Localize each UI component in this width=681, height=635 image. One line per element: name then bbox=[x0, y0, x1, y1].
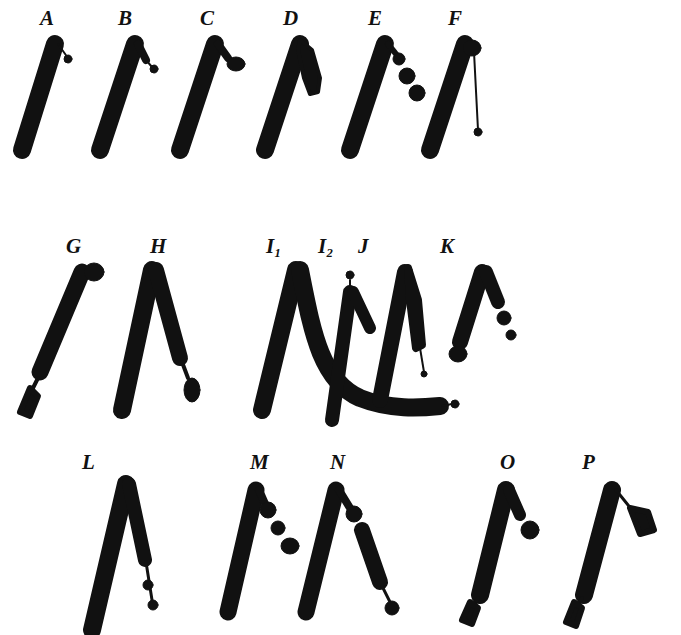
figure-letter: O bbox=[500, 452, 515, 473]
figure-letter: B bbox=[118, 8, 132, 29]
figure-letter: L bbox=[82, 452, 95, 473]
figure-letter: I₂ bbox=[318, 236, 334, 257]
figure-letter: G bbox=[66, 236, 81, 257]
figure-letter: F bbox=[448, 8, 462, 29]
figure-letter: K bbox=[440, 236, 454, 257]
figure-letter: N bbox=[330, 452, 345, 473]
figure-letter: I₁ bbox=[266, 236, 282, 257]
figure-letter: D bbox=[283, 8, 298, 29]
figure-letter: J bbox=[358, 236, 369, 257]
figure-letter: A bbox=[40, 8, 54, 29]
figure-letter: C bbox=[200, 8, 214, 29]
figure-letter: M bbox=[250, 452, 269, 473]
figure-letter: P bbox=[582, 452, 595, 473]
figure-letter: E bbox=[368, 8, 382, 29]
figure-letter: H bbox=[150, 236, 166, 257]
